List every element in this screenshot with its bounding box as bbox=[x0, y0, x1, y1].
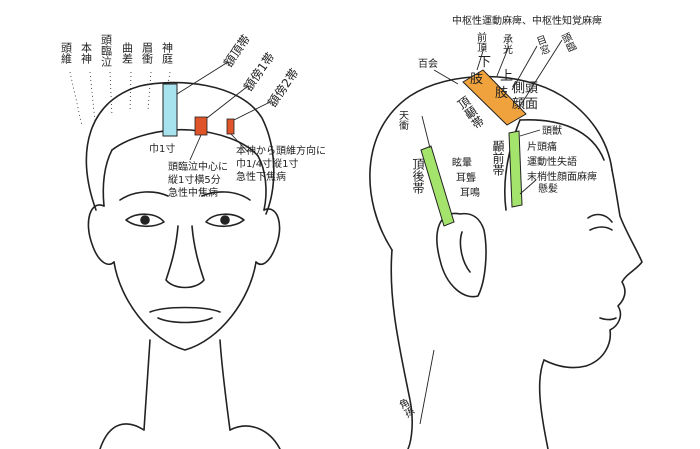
band-label-midline: 額頂帯 bbox=[221, 32, 253, 70]
region-label-1: 側頭 bbox=[512, 81, 538, 96]
side1-note-line3: 急性中焦病 bbox=[168, 186, 218, 199]
zone-parietotemporal bbox=[462, 69, 527, 126]
point-label-6: 天衝 bbox=[397, 110, 409, 130]
point-label-5: 百会 bbox=[418, 57, 438, 70]
limb-label-3: 上 bbox=[500, 69, 513, 84]
band-label-side1: 額傍1帯 bbox=[240, 49, 277, 93]
front-head-figure bbox=[85, 81, 281, 449]
acupoint-label-2: 本神 bbox=[80, 41, 93, 65]
band-front-side1 bbox=[194, 116, 208, 136]
zone-posterior-temporal bbox=[420, 145, 455, 227]
point-label-4: 頭臨 bbox=[558, 31, 578, 55]
point-label-7: 頭獣 bbox=[542, 124, 562, 137]
point-label-8: 懸髪 bbox=[538, 183, 558, 195]
acupoint-label-1: 頭維 bbox=[60, 42, 73, 64]
side-head-figure bbox=[369, 75, 643, 449]
width-note: 巾1寸 bbox=[149, 142, 175, 155]
front-leader-lines bbox=[176, 61, 271, 161]
zone-anterior-temporal bbox=[508, 130, 523, 208]
limb-label-1: 下 bbox=[478, 55, 491, 70]
acupoint-label-6: 神庭 bbox=[161, 41, 174, 64]
limb-label-4: 肢 bbox=[495, 85, 508, 101]
ant-symptom-1: 片頭痛 bbox=[527, 140, 557, 153]
side2-note-line3: 急性下焦病 bbox=[236, 170, 286, 183]
limb-label-2: 肢 bbox=[470, 71, 483, 87]
post-symptom-2: 耳聾 bbox=[456, 171, 476, 184]
post-symptom-1: 眩暈 bbox=[452, 156, 472, 169]
front-guide-lines bbox=[69, 71, 171, 127]
side-top-note: 中枢性運動麻痺、中枢性知覚麻痺 bbox=[452, 14, 602, 27]
side1-note-line2: 縦1寸横5分 bbox=[168, 173, 221, 186]
ant-symptom-3: 末梢性顔面麻痺 bbox=[527, 170, 597, 183]
side-leader-lines bbox=[419, 39, 563, 425]
band-front-side2 bbox=[226, 118, 235, 135]
acupoint-label-4: 曲差 bbox=[121, 42, 134, 64]
zone-label-posterior: 頂後帯 bbox=[411, 158, 425, 194]
side1-note-line1: 頭臨泣中心に bbox=[168, 160, 228, 173]
point-label-3: 目窓 bbox=[533, 34, 551, 57]
side2-note-line2: 巾1/4寸縦1寸 bbox=[236, 157, 298, 170]
zone-label-anterior: 顳前帯 bbox=[491, 140, 505, 176]
point-label-1: 前頂 bbox=[475, 31, 487, 53]
acupoint-label-3: 頭臨泣 bbox=[100, 34, 113, 68]
region-label-2: 顔面 bbox=[512, 97, 538, 112]
post-symptom-3: 耳鳴 bbox=[460, 186, 480, 199]
side2-note-line1: 本神から頭維方向に bbox=[236, 144, 326, 157]
band-label-side2: 額傍2帯 bbox=[264, 65, 301, 109]
acupoint-label-5: 眉衝 bbox=[141, 42, 154, 64]
point-label-2: 承光 bbox=[501, 34, 513, 55]
ant-symptom-2: 運動性失語 bbox=[527, 155, 577, 168]
band-front-midline bbox=[162, 83, 178, 137]
